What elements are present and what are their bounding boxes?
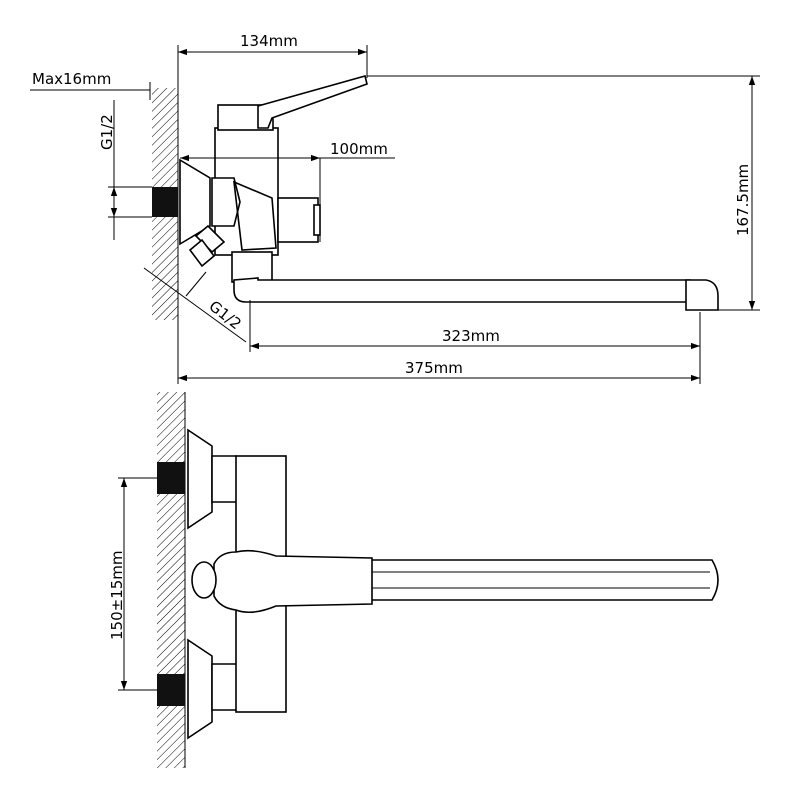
- diverter-knob: [277, 197, 319, 243]
- flange-top: [179, 158, 211, 246]
- eccentric-nut: [188, 238, 216, 268]
- wall-hatch-bottom: [157, 392, 185, 768]
- dim-thread-bottom: G1/2: [206, 297, 245, 333]
- flange-upper: [187, 428, 213, 530]
- diverter-knob-end: [313, 204, 321, 236]
- dim-total-length: 375mm: [405, 359, 463, 377]
- handle-cap: [191, 561, 217, 599]
- flange-lower: [187, 638, 213, 740]
- spout-front: [369, 559, 719, 601]
- dim-height: 167.5mm: [734, 164, 752, 236]
- supply-pipe-top: [152, 187, 178, 217]
- dim-center-distance: 150±15mm: [108, 550, 126, 640]
- dim-wall-gap: Max16mm: [32, 70, 111, 88]
- inner-cone: [233, 180, 277, 251]
- supply-pipe-upper: [157, 462, 185, 494]
- dim-spout-reach: 323mm: [442, 327, 500, 345]
- spout-tip: [685, 279, 719, 311]
- handle-front: [213, 549, 373, 614]
- spout-elbow: [233, 277, 691, 303]
- dim-body-depth: 100mm: [330, 140, 388, 158]
- dim-handle-reach: 134mm: [240, 32, 298, 50]
- front-view: 150±15mm: [108, 392, 719, 768]
- dim-thread-top: G1/2: [98, 114, 116, 150]
- side-view: Max16mm 134mm 167.5mm 100mm G1/2 G1/2 32…: [30, 32, 760, 384]
- supply-pipe-lower: [157, 674, 185, 706]
- handle-lever: [257, 75, 368, 129]
- spout-stem: [231, 251, 273, 283]
